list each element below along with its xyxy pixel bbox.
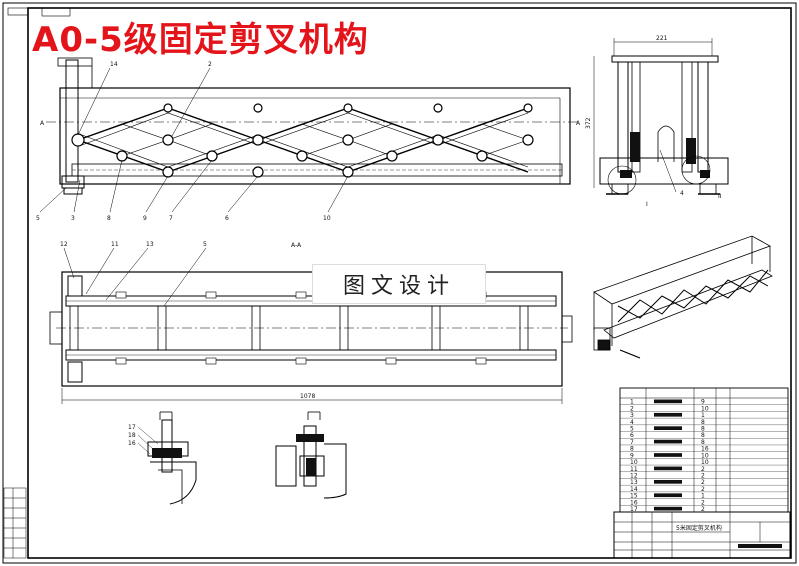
dim-width: 221	[656, 35, 668, 42]
bom-row-qty: 2	[701, 486, 705, 493]
bom-row-number: 9	[630, 452, 634, 459]
bom-row-number: 6	[630, 432, 634, 439]
bom-row-name-redacted	[654, 493, 682, 498]
bom-row-qty: 2	[701, 506, 705, 513]
callout-3a: 3	[71, 215, 75, 222]
callout-12: 12	[60, 241, 68, 248]
callout-14: 14	[110, 61, 118, 68]
bom-row-name-redacted	[654, 506, 682, 511]
detail-view-2	[275, 411, 347, 499]
inner-border	[27, 7, 792, 559]
callout-5a: 5	[36, 215, 40, 222]
bom-row-number: 17	[630, 506, 638, 513]
top-tag	[41, 7, 71, 17]
plan-view	[49, 271, 573, 404]
bom-row-qty: 10	[701, 452, 709, 459]
bom-row-qty: 8	[701, 439, 705, 446]
bom-row-number: 11	[630, 466, 638, 473]
callout-2: 2	[208, 61, 212, 68]
bom-row-number: 4	[630, 419, 634, 426]
bom-row-number: 1	[630, 399, 634, 406]
detail-view-1	[147, 411, 197, 505]
side-callout-II: II	[718, 193, 722, 200]
bom-row-qty: 8	[701, 426, 705, 433]
bom-row-number: 16	[630, 499, 638, 506]
side-view	[593, 38, 729, 195]
drawing-title: A0-5级固定剪叉机构	[32, 20, 369, 60]
bom-row-qty: 1	[701, 493, 705, 500]
bom-row-number: 8	[630, 446, 634, 453]
dim-height: 372	[585, 117, 592, 129]
title-block-name: 5米固定剪叉机构	[676, 524, 722, 532]
bom-row-qty: 8	[701, 419, 705, 426]
bom-row-name-redacted	[654, 412, 682, 417]
bom-row-number: 13	[630, 479, 638, 486]
bom-row-qty: 16	[701, 446, 709, 453]
bom-row-qty: 2	[701, 472, 705, 479]
bom-row-qty: 1	[701, 412, 705, 419]
bom-row-number: 2	[630, 405, 634, 412]
bom-row-number: 5	[630, 426, 634, 433]
dim-length: 1078	[300, 393, 315, 400]
bom-row-number: 7	[630, 439, 634, 446]
front-view	[46, 57, 580, 195]
callout-10: 10	[323, 215, 331, 222]
bom-row-name-redacted	[654, 426, 682, 431]
detail-callout-16: 16	[128, 440, 136, 447]
bom-row-qty: 9	[701, 399, 705, 406]
bom-row-name-redacted	[654, 466, 682, 471]
bom-row-number: 12	[630, 472, 638, 479]
bom-row-name-redacted	[654, 439, 682, 444]
bom-row-qty: 2	[701, 466, 705, 473]
bom-row-qty: 10	[701, 459, 709, 466]
callout-7: 7	[169, 215, 173, 222]
callout-5b: 5	[203, 241, 207, 248]
section-title-aa: A-A	[291, 242, 302, 249]
detail-callout-17: 17	[128, 424, 136, 431]
side-callout-4: 4	[680, 190, 684, 197]
bom-row-number: 15	[630, 493, 638, 500]
detail-leaders	[137, 426, 159, 455]
left-margin-table	[3, 487, 27, 559]
section-mark-a-right: A	[576, 120, 581, 127]
callout-11: 11	[111, 241, 119, 248]
callout-13: 13	[146, 241, 154, 248]
isometric-view	[593, 235, 773, 359]
bom-row-qty: 2	[701, 479, 705, 486]
bom-row-number: 10	[630, 459, 638, 466]
section-mark-a-left: A	[40, 120, 45, 127]
bom-row-qty: 8	[701, 432, 705, 439]
bom-row-qty: 2	[701, 499, 705, 506]
corner-tag	[7, 7, 29, 16]
bom-row-qty: 10	[701, 405, 709, 412]
front-leaders	[39, 67, 349, 213]
bom-row-number: 3	[630, 412, 634, 419]
side-callout-I: I	[646, 201, 648, 208]
detail-callout-18: 18	[128, 432, 136, 439]
bom-row-name-redacted	[654, 453, 682, 457]
plan-leaders	[63, 247, 207, 307]
title-block	[613, 511, 791, 559]
watermark-banner: 图文设计	[312, 264, 486, 304]
bom-row-number: 14	[630, 486, 638, 493]
callout-6: 6	[225, 215, 229, 222]
bom-row-name-redacted	[654, 399, 682, 404]
callout-8: 8	[107, 215, 111, 222]
callout-9a: 9	[143, 215, 147, 222]
bom-row-name-redacted	[654, 479, 682, 484]
